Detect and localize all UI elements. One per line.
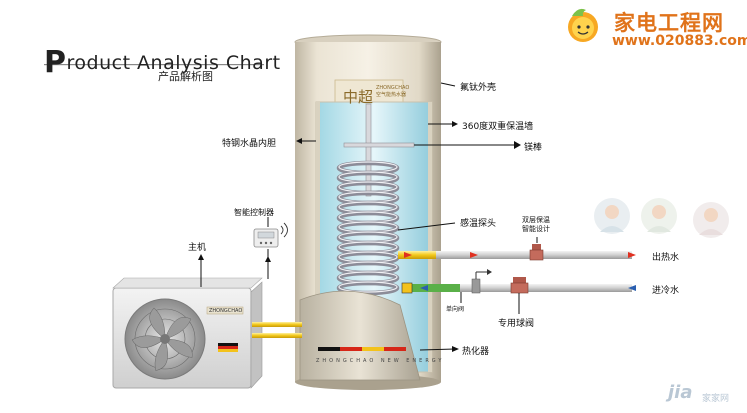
- tank-strip-text: ZHONGCHAO NEW ENERGY: [316, 358, 445, 364]
- hot-water-pipe: [398, 251, 632, 259]
- people-photos: [594, 198, 729, 238]
- watermark-sub: 家家网: [702, 394, 730, 404]
- label-pressure-valve: 双层保温 智能设计: [522, 216, 550, 233]
- fan-icon: [131, 307, 193, 371]
- heat-exchanger-coil: [336, 160, 400, 296]
- fan-blade: [149, 307, 166, 340]
- page-title: Product Analysis Chart: [44, 42, 281, 80]
- label-hot-water-out: 出热水: [652, 253, 680, 263]
- cold-water-pipe: [401, 282, 632, 294]
- site-logo-icon: [568, 8, 598, 42]
- fan-blade: [164, 317, 192, 340]
- label-pointers: [198, 82, 538, 352]
- ball-valve: [510, 277, 529, 294]
- check-valve: [471, 269, 492, 294]
- flag-stripe: [218, 343, 238, 346]
- label-safety-valve: 专用球阀: [498, 319, 535, 329]
- label-anode: 镁棒: [524, 143, 543, 153]
- wifi-icon: [280, 222, 288, 238]
- tank-brand-sub-1: ZHONGCHAO: [376, 85, 410, 91]
- ac-brand: ZHONGCHAO: [209, 308, 243, 314]
- flow-arrows: [404, 252, 636, 291]
- water-tank: [294, 34, 442, 390]
- pressure-valve: [529, 244, 544, 261]
- site-name: 家电工程网: [614, 11, 724, 35]
- site-url: www.020883.com: [612, 33, 747, 49]
- tank-brand-sub-2: 空气能热水器: [376, 92, 407, 98]
- title-underline: [44, 64, 264, 66]
- watermark-logo: jia: [668, 382, 693, 403]
- label-shell: 氟钛外壳: [460, 83, 497, 93]
- label-controller: 智能控制器: [234, 208, 274, 217]
- fan-blade: [164, 338, 193, 358]
- label-inner-tank: 特钢水晶内胆: [222, 139, 277, 149]
- fan-blade: [131, 335, 166, 348]
- heat-exchanger-housing: [299, 290, 421, 381]
- smart-controller: [253, 222, 288, 248]
- anode-rod: [365, 103, 372, 197]
- outdoor-unit: [112, 277, 263, 389]
- coil-highlight: [338, 281, 398, 293]
- label-insulation: 360度双重保温墙: [462, 122, 534, 132]
- label-cold-water-in: 进冷水: [652, 286, 680, 296]
- label-heat-exchanger: 热化器: [462, 347, 490, 357]
- refrigerant-pipes: [252, 322, 302, 338]
- label-temp-probe: 感温探头: [460, 219, 497, 229]
- title-initial: P: [44, 45, 67, 80]
- hot-flow-arrow-icon: [404, 252, 412, 258]
- tank-brand: 中超: [343, 88, 374, 106]
- fan-blade: [154, 338, 168, 371]
- page-subtitle: 产品解析图: [158, 70, 213, 83]
- label-main-unit: 主机: [188, 243, 207, 253]
- label-check-valve: 单向阀: [446, 306, 465, 313]
- title-rest: roduct Analysis Chart: [66, 52, 281, 74]
- cold-flow-arrow-icon: [628, 285, 636, 291]
